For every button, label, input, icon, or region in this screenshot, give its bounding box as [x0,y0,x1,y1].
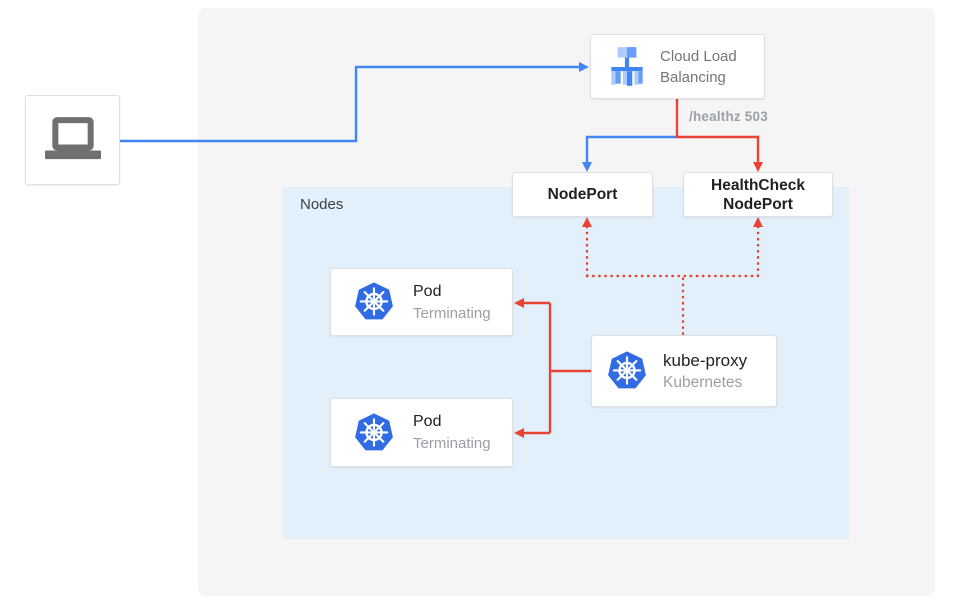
pod-bottom-status: Terminating [413,435,491,452]
kubernetes-icon [606,350,648,390]
client-node [25,95,120,185]
nodes-region-label: Nodes [300,196,344,213]
kubernetes-icon [353,281,395,321]
pod-bottom-node: Pod Terminating [330,398,513,467]
pod-bottom-title: Pod [413,413,442,430]
laptop-icon [44,116,101,159]
client-to-loadbalancer-arrow [120,62,589,143]
kubeproxy-to-pods-line [548,303,591,433]
loadbalancer-to-healthcheck-arrow [675,99,763,172]
load-balancer-icon [611,46,643,86]
kube-proxy-title: kube-proxy [663,351,748,370]
cloud-load-balancing-node: Cloud Load Balancing [590,34,765,99]
healthcheck-nodeport-node: HealthCheck NodePort [683,172,833,217]
kube-proxy-subtitle: Kubernetes [663,374,743,391]
pod-top-status: Terminating [413,304,491,322]
kubernetes-icon [353,411,395,452]
nodeport-node: NodePort [512,172,653,217]
healthcheck-nodeport-label: HealthCheck NodePort [711,176,805,213]
kube-proxy-node: kube-proxy Kubernetes [591,335,777,407]
pod-top-title: Pod [413,282,442,300]
kubeproxy-dotted-line [585,274,760,336]
nodeport-label: NodePort [547,186,618,203]
pod-top-node: Pod Terminating [330,268,513,336]
cloud-load-balancing-label: Cloud Load Balancing [660,47,737,86]
loadbalancer-to-nodeport-arrow [582,135,677,172]
healthz-status-label: /healthz 503 [689,109,768,124]
